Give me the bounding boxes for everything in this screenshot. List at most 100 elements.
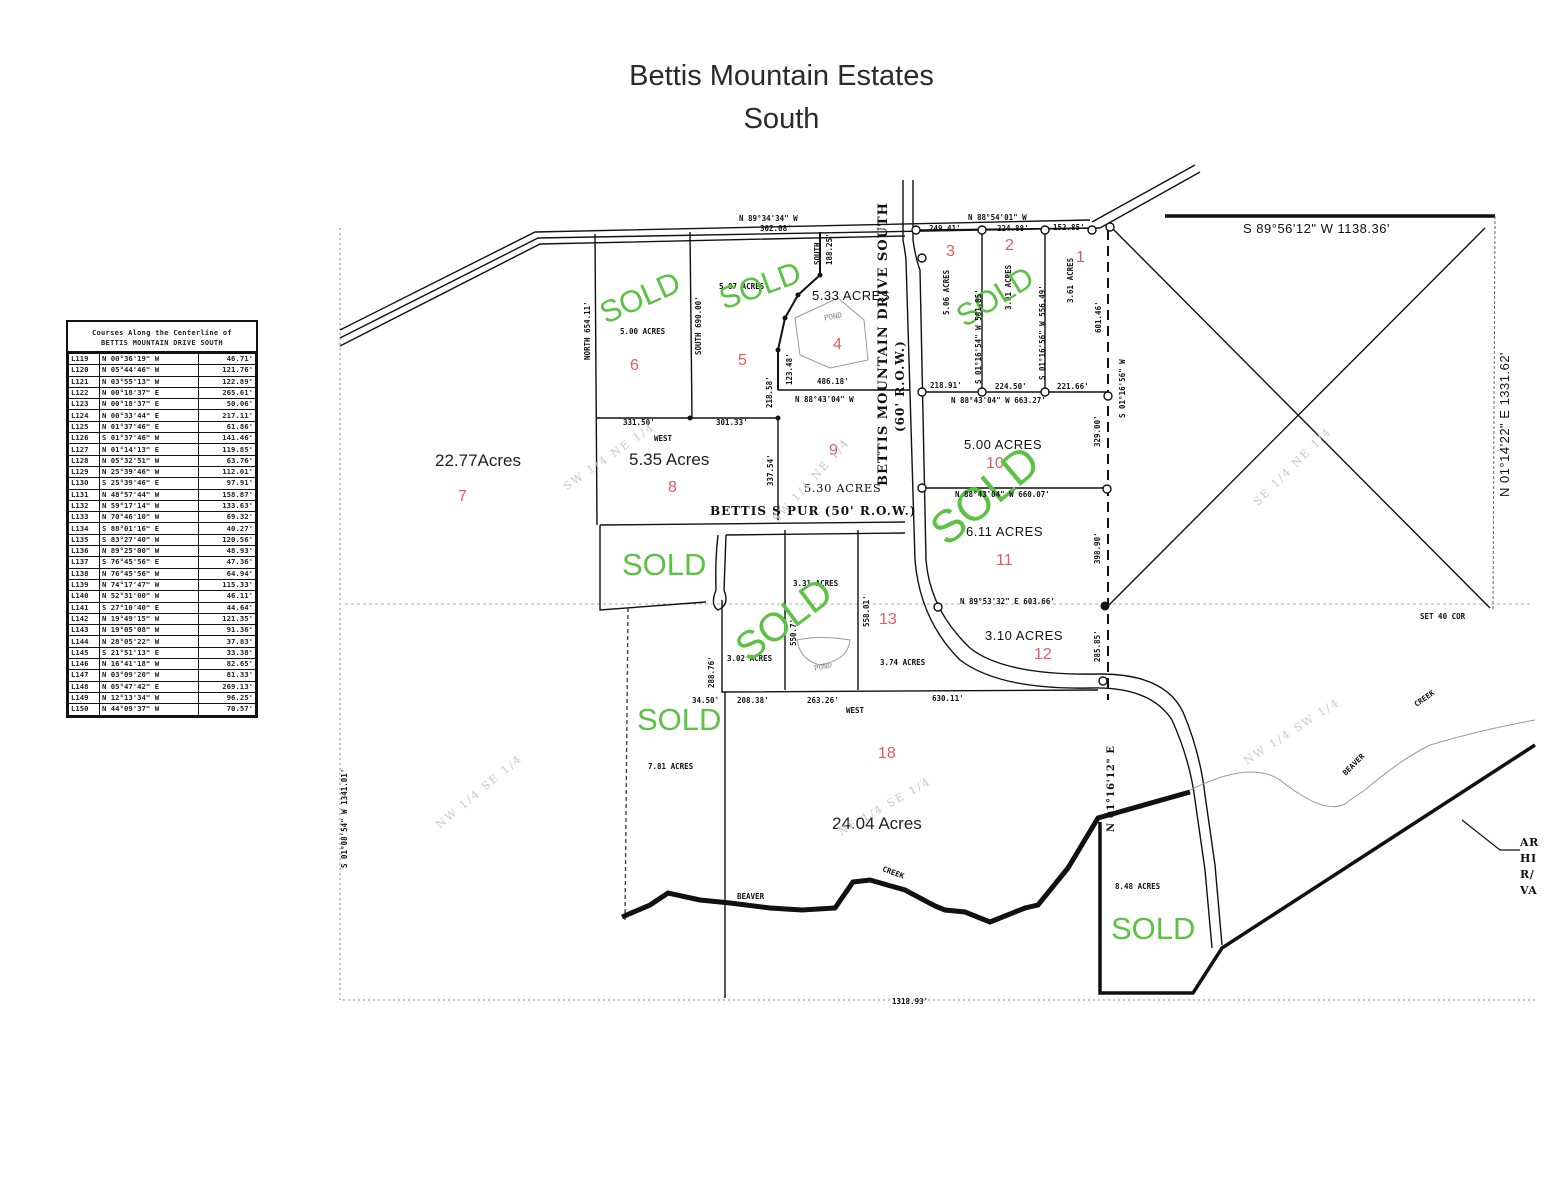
lot-7-acres: 22.77Acres	[435, 451, 521, 470]
courses-heading-line1: Courses Along the Centerline of	[92, 329, 232, 337]
parcel-3-02-acres: 3.02 ACRES	[727, 654, 773, 663]
dist-331: 331.50'	[623, 418, 655, 427]
bearing-bottom: 1318.93'	[892, 997, 929, 1006]
lot-8-acres: 5.35 Acres	[629, 450, 710, 469]
dist-398: 398.90'	[1093, 532, 1102, 564]
bearing-lot-10-south: N 88°43'04" W 660.07'	[955, 490, 1050, 499]
dist-218b: 218.58'	[765, 376, 774, 408]
dist-329: 329.00'	[1093, 415, 1102, 447]
bearing-east-lower: N 01°16'12" E	[1106, 745, 1117, 832]
bearing-east-top: S 89°56'12" W 1138.36'	[1243, 221, 1390, 236]
dist-221: 221.66'	[1057, 382, 1089, 391]
section-boundary	[339, 228, 1535, 1001]
bearing-lot-east: S 01°16'56" W	[1118, 359, 1127, 418]
lot-number-5: 5	[738, 352, 747, 369]
courses-table-heading: Courses Along the Centerline of BETTIS M…	[68, 322, 256, 353]
dist-302: 302.08'	[760, 224, 792, 233]
dist-630: 630.11'	[932, 694, 964, 703]
dist-123: 123.48'	[785, 353, 794, 385]
lot-number-8: 8	[668, 479, 677, 496]
lot-number-13: 13	[879, 611, 897, 628]
bearing-lot-line-1-2: S 01°16'56" W 556.49'	[1038, 285, 1047, 380]
bearing-west-side: S 01°08'54" W 1341.01'	[340, 768, 349, 868]
sold-stamp-west-parcel: SOLD	[622, 547, 707, 582]
bearing-lot-11-south: N 89°53'32" E 603.66'	[960, 597, 1055, 606]
lot-number-1: 1	[1076, 249, 1085, 266]
dist-249: 249.41'	[929, 224, 961, 233]
beaver-creek-line	[621, 789, 1191, 925]
parcel-8-48-acres: 8.48 ACRES	[1115, 882, 1161, 891]
dist-218: 218.91'	[930, 381, 962, 390]
annotation-line-2: HI	[1520, 852, 1537, 865]
lot-10-acres: 5.00 ACRES	[964, 437, 1042, 452]
dist-224a: 224.88'	[997, 224, 1029, 233]
sold-stamp-8-48-parcel: SOLD	[1111, 911, 1196, 946]
lot-number-9: 9	[829, 442, 838, 459]
lot-number-4: 4	[833, 336, 842, 353]
main-road-edge-east	[912, 180, 1223, 946]
lot-18-acres: 24.04 Acres	[832, 814, 922, 833]
bearing-north-top-left: N 89°34'34" W	[739, 214, 798, 223]
set-corner-label: SET 40 COR	[1420, 612, 1466, 621]
lot-6-acres: 5.00 ACRES	[620, 327, 666, 336]
annotation-line-3: R/	[1520, 868, 1535, 881]
lot-1-acres: 3.61 ACRES	[1066, 257, 1075, 303]
lot-11-acres: 6.11 ACRES	[966, 524, 1044, 539]
main-road-row-label: (60' R.O.W.)	[893, 340, 907, 432]
lot-number-12: 12	[1034, 646, 1052, 663]
bearing: N 44°09'37" W	[99, 703, 199, 716]
main-road-edge-west	[902, 180, 1213, 949]
map-title: Bettis Mountain Estates	[629, 60, 934, 92]
lot-5-acres: 5.87 ACRES	[719, 282, 765, 291]
lot-4-acres: 5.33 ACRES	[812, 288, 890, 303]
courses-table: Courses Along the Centerline of BETTIS M…	[66, 320, 258, 718]
dist-west-2: WEST	[846, 706, 865, 715]
lot-12-acres: 3.10 ACRES	[985, 628, 1063, 643]
bearing-north-top-right: N 88°54'01" W	[968, 213, 1027, 222]
dist-601: 601.46'	[1094, 301, 1103, 333]
courses-heading-line2: BETTIS MOUNTAIN DRIVE SOUTH	[101, 339, 223, 347]
dist-486: 486.18'	[817, 377, 849, 386]
dist-550: 550.7'	[789, 618, 798, 646]
spur-road-label: BETTIS S PUR (50' R.O.W.)	[710, 504, 917, 518]
dist-690: SOUTH 690.00'	[694, 296, 703, 355]
dist-152: 152.85'	[1053, 223, 1085, 232]
line-id: L150	[68, 703, 100, 716]
bearing-lot-line-2-3: S 01°16'54" W 581.85'	[974, 289, 983, 384]
lot-number-6: 6	[630, 357, 639, 374]
sold-stamp-7-81-parcel: SOLD	[637, 702, 722, 737]
lot-number-18: 18	[878, 745, 896, 762]
bearing-row-1-3-south: N 88°43'04" W 663.27'	[951, 396, 1046, 405]
dist-654: NORTH 654.11'	[583, 301, 592, 360]
dist-west-1: WEST	[654, 434, 673, 443]
lot-number-7: 7	[458, 488, 467, 505]
parcel-7-81-acres: 7.81 ACRES	[648, 762, 694, 771]
lot-number-10: 10	[986, 455, 1004, 472]
lot-9-acres: 5.30 ACRES	[804, 481, 882, 495]
lot-number-2: 2	[1005, 237, 1014, 254]
annotation-partial: AR HI R/ VA	[1520, 835, 1539, 899]
map-subtitle: South	[743, 103, 820, 135]
main-road-label: BETTIS MOUNTAIN DRIVE SOUTH	[876, 202, 891, 486]
annotation-line-1: AR	[1520, 836, 1539, 849]
lot-3-acres: 5.06 ACRES	[942, 269, 951, 315]
lot-number-3: 3	[946, 243, 955, 260]
dist-558: 558.01'	[862, 595, 871, 627]
bearing-lot-9-north: N 88°43'04" W	[795, 395, 854, 404]
